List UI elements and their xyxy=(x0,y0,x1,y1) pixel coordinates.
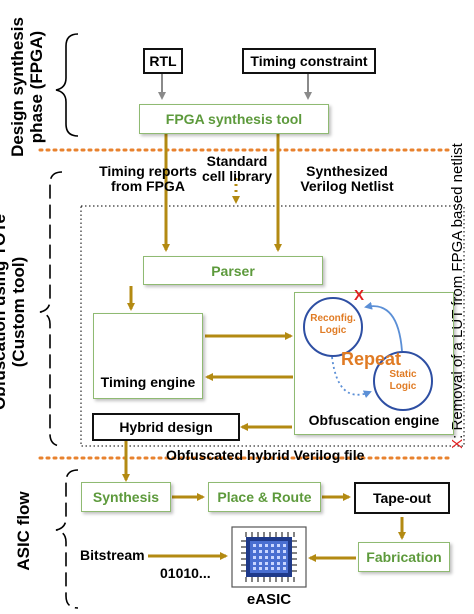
synthesized-netlist-label: Synthesized Verilog Netlist xyxy=(300,163,394,194)
synthesis-phase-brace xyxy=(55,33,79,137)
fabrication-box: Fabrication xyxy=(358,542,450,572)
lut-removal-x-mark: X xyxy=(354,287,365,304)
obfuscated-verilog-file-label: Obfuscated hybrid Verilog file xyxy=(166,447,365,463)
static-logic-label: Static Logic xyxy=(389,369,417,392)
easic-chip xyxy=(231,526,307,588)
reconfig-logic-label: Reconfig. Logic xyxy=(310,313,356,336)
obfuscation-phase-brace xyxy=(39,171,63,447)
parser-box: Parser xyxy=(143,256,323,285)
phase-label-asic-flow: ASIC flow xyxy=(14,491,33,571)
timing-engine-box: Timing engine xyxy=(93,313,203,399)
reconfig-logic-circle xyxy=(303,297,363,357)
side-note-x-marker: X xyxy=(449,438,466,449)
phase-label-design-synthesis: Design synthesis phase (FPGA) xyxy=(8,17,46,157)
timing-reports-label: Timing reports from FPGA xyxy=(99,163,197,194)
rtl-box: RTL xyxy=(143,48,183,74)
place-route-box: Place & Route xyxy=(208,482,321,512)
timing-constraint-box: Timing constraint xyxy=(242,48,376,74)
fpga-synthesis-tool-box: FPGA synthesis tool xyxy=(139,104,329,134)
bitstream-label: Bitstream xyxy=(80,547,145,563)
asic-phase-brace xyxy=(55,469,79,609)
repeat-label: Repeat xyxy=(341,349,402,369)
easic-label: eASIC xyxy=(246,591,292,608)
hybrid-design-box: Hybrid design xyxy=(92,413,240,441)
bitstream-bits-label: 01010... xyxy=(160,565,211,581)
standard-cell-library-label: Standard cell library xyxy=(201,153,273,184)
tape-out-box: Tape-out xyxy=(354,482,450,514)
obfuscation-engine-box: Obfuscation engine xyxy=(294,292,454,435)
synthesis-box: Synthesis xyxy=(81,482,171,512)
static-logic-circle xyxy=(373,351,433,411)
phase-label-obfuscation: Obfuscation using TOTe (Custom tool) xyxy=(0,214,28,410)
